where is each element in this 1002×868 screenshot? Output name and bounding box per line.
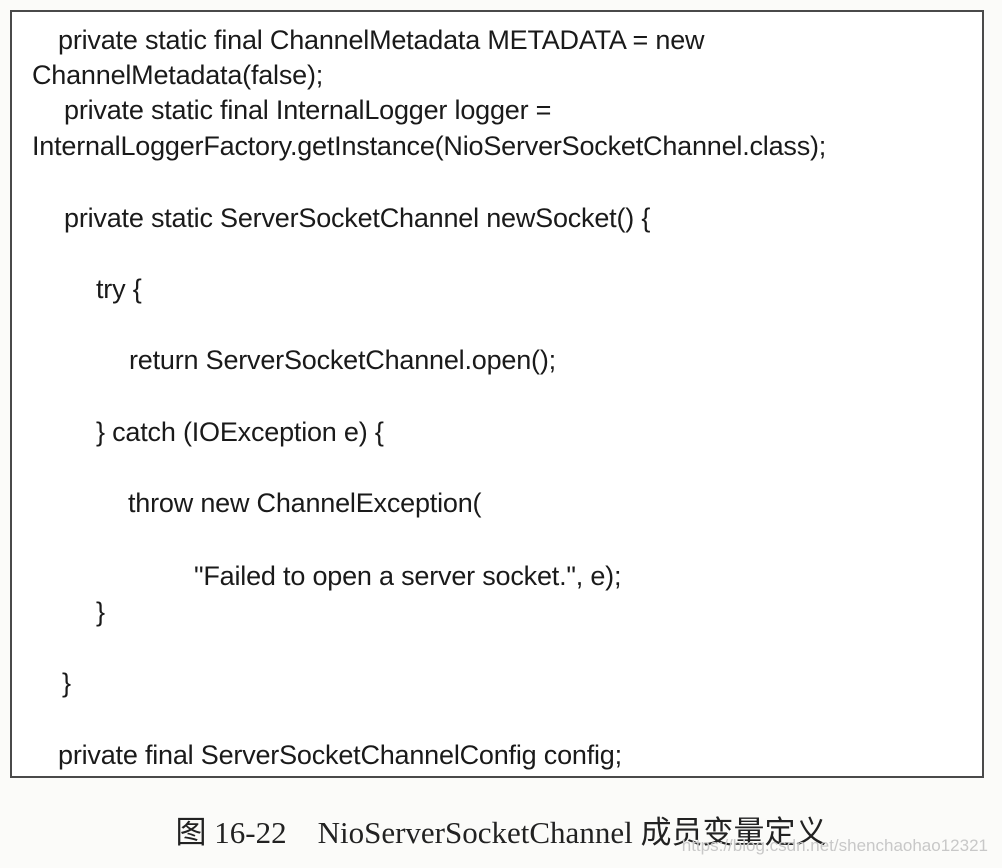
code-line-12: } — [62, 668, 71, 698]
figure-caption: 图 16-22 NioServerSocketChannel 成员变量定义 — [175, 815, 827, 850]
code-line-5: private static ServerSocketChannel newSo… — [64, 203, 651, 233]
watermark: https://blog.csdn.net/shenchaohao12321 — [681, 836, 988, 855]
code-line-13: private final ServerSocketChannelConfig … — [58, 740, 622, 770]
code-line-9: throw new ChannelException( — [128, 488, 482, 518]
code-line-4: InternalLoggerFactory.getInstance(NioSer… — [32, 131, 827, 161]
code-line-2: ChannelMetadata(false); — [32, 60, 324, 90]
code-line-7: return ServerSocketChannel.open(); — [129, 345, 556, 375]
code-line-1: private static final ChannelMetadata MET… — [58, 25, 705, 55]
code-line-6: try { — [96, 274, 142, 304]
code-line-11: } — [96, 597, 105, 627]
code-listing-box: private static final ChannelMetadata MET… — [10, 10, 984, 778]
code-line-3: private static final InternalLogger logg… — [64, 95, 552, 125]
code-line-8: } catch (IOException e) { — [96, 417, 384, 447]
code-line-10: "Failed to open a server socket.", e); — [194, 561, 622, 591]
